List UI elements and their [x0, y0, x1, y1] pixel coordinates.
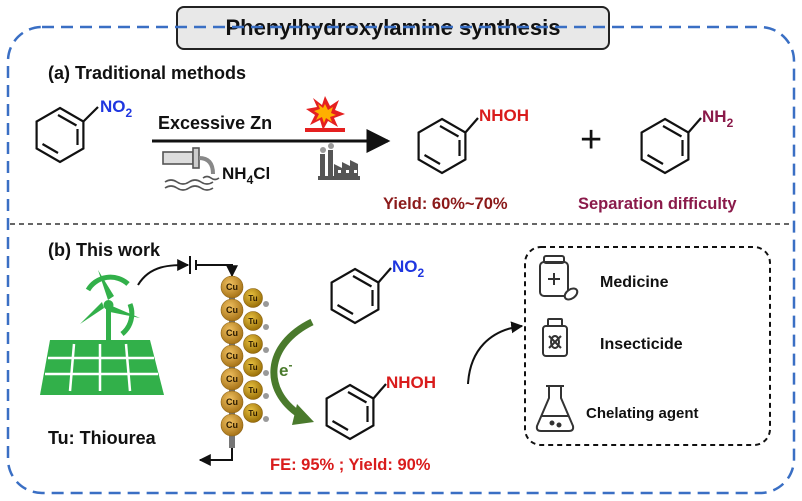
svg-text:Cu: Cu [226, 328, 238, 338]
cu-particle: Cu [220, 367, 244, 391]
battery-icon [189, 256, 197, 274]
nitro-group-a: NO2 [100, 97, 133, 120]
flask-icon [535, 385, 575, 432]
wind-solar-icon [40, 270, 164, 395]
explosion-icon [305, 96, 345, 132]
tu-particle: Tu [243, 380, 263, 400]
green-curved-arrow [270, 318, 314, 418]
electron-dot [263, 393, 269, 399]
svg-text:Tu: Tu [248, 386, 257, 395]
fe-yield-result: FE: 95% ; Yield: 90% [270, 456, 431, 474]
cu-particle: Cu [220, 413, 244, 437]
cu-particle: Cu [220, 298, 244, 322]
tu-particle: Tu [243, 311, 263, 331]
nitro-group-b: NO2 [392, 257, 425, 280]
zinc-reagent-label: Excessive Zn [158, 113, 272, 133]
svg-text:Cu: Cu [226, 420, 238, 430]
svg-text:Cu: Cu [226, 397, 238, 407]
applications-box [524, 246, 771, 446]
electron-dot [263, 324, 269, 330]
electron-dot [263, 416, 269, 422]
electron-label: e- [279, 358, 292, 380]
separation-issue: Separation difficulty [578, 195, 737, 213]
svg-text:Cu: Cu [226, 305, 238, 315]
insecticide-icon [542, 318, 568, 357]
svg-text:Tu: Tu [248, 363, 257, 372]
svg-text:Cu: Cu [226, 374, 238, 384]
medicine-icon [539, 255, 579, 301]
nhoh-group-a: NHOH [479, 106, 529, 125]
electron-dot [263, 347, 269, 353]
benzene-ring-nhoh-b [325, 383, 387, 441]
svg-text:Cu: Cu [226, 351, 238, 361]
benzene-ring-nitro-a [35, 106, 99, 164]
benzene-ring-aniline [640, 117, 702, 175]
ammonium-chloride-label: NH4Cl [222, 164, 270, 187]
section-b-heading: (b) This work [48, 240, 161, 260]
amine-group: NH2 [702, 107, 734, 130]
plus-sign: + [580, 119, 602, 161]
green-arrowhead [292, 404, 314, 425]
svg-text:Cu: Cu [226, 282, 238, 292]
cu-particle: Cu [220, 275, 244, 299]
cu-particle: Cu [220, 390, 244, 414]
svg-text:Tu: Tu [248, 294, 257, 303]
electron-dot [263, 370, 269, 376]
benzene-ring-nhoh-a [417, 117, 479, 175]
tu-particle: Tu [243, 288, 263, 308]
factory-icon [318, 143, 360, 180]
waste-pipe-icon [162, 147, 220, 191]
benzene-ring-nitro-b [330, 267, 392, 325]
application-medicine: Medicine [600, 274, 669, 291]
application-insecticide: Insecticide [600, 336, 683, 353]
svg-text:Tu: Tu [248, 409, 257, 418]
wire-top [196, 264, 238, 278]
cu-particle: Cu [220, 344, 244, 368]
tu-particle: Tu [243, 357, 263, 377]
wire-bottom [198, 448, 233, 466]
section-a-heading: (a) Traditional methods [48, 63, 246, 83]
nhoh-group-b: NHOH [386, 373, 436, 392]
curved-wire-arrow [137, 259, 190, 286]
electron-dot [263, 301, 269, 307]
application-chelating-agent: Chelating agent [586, 405, 699, 422]
tu-particle: Tu [243, 403, 263, 423]
thiourea-definition: Tu: Thiourea [48, 428, 157, 448]
application-arrow [467, 321, 524, 385]
svg-text:Tu: Tu [248, 317, 257, 326]
svg-text:Tu: Tu [248, 340, 257, 349]
tu-particle: Tu [243, 334, 263, 354]
yield-a: Yield: 60%~70% [383, 195, 508, 213]
outer-dashed-border [6, 25, 796, 495]
cu-particle: Cu [220, 321, 244, 345]
